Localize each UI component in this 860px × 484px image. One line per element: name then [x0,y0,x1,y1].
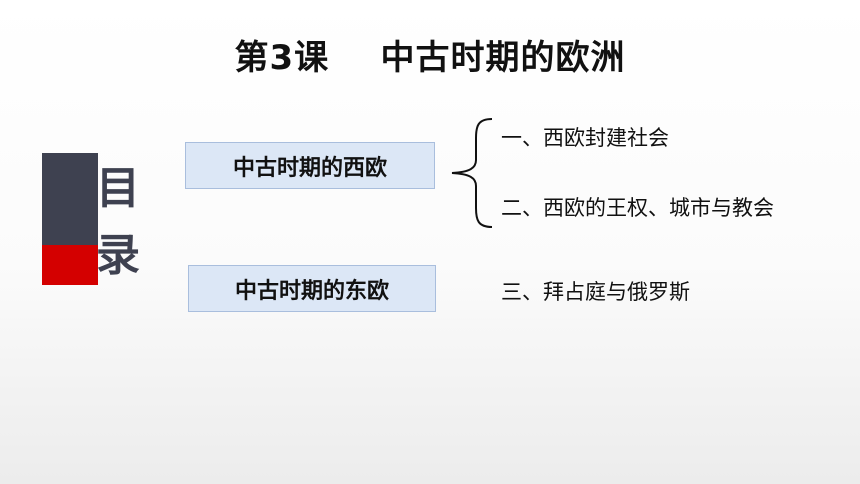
section-box-east-europe[interactable]: 中古时期的东欧 [188,265,436,312]
toc-item-1[interactable]: 一、西欧封建社会 [501,126,669,150]
section-label: 中古时期的东欧 [234,278,389,304]
contents-label-char-1: 目 [96,163,140,214]
curly-brace-icon [451,118,493,228]
toc-item-3[interactable]: 三、拜占庭与俄罗斯 [501,280,690,304]
contents-bar-red [42,245,98,285]
contents-label-char-2: 录 [96,230,140,281]
toc-item-2[interactable]: 二、西欧的王权、城市与教会 [501,196,774,220]
section-label: 中古时期的西欧 [232,155,387,181]
section-box-west-europe[interactable]: 中古时期的西欧 [185,142,435,189]
contents-bar-dark [42,153,98,245]
lesson-title: 第3课 中古时期的欧洲 [234,38,626,78]
